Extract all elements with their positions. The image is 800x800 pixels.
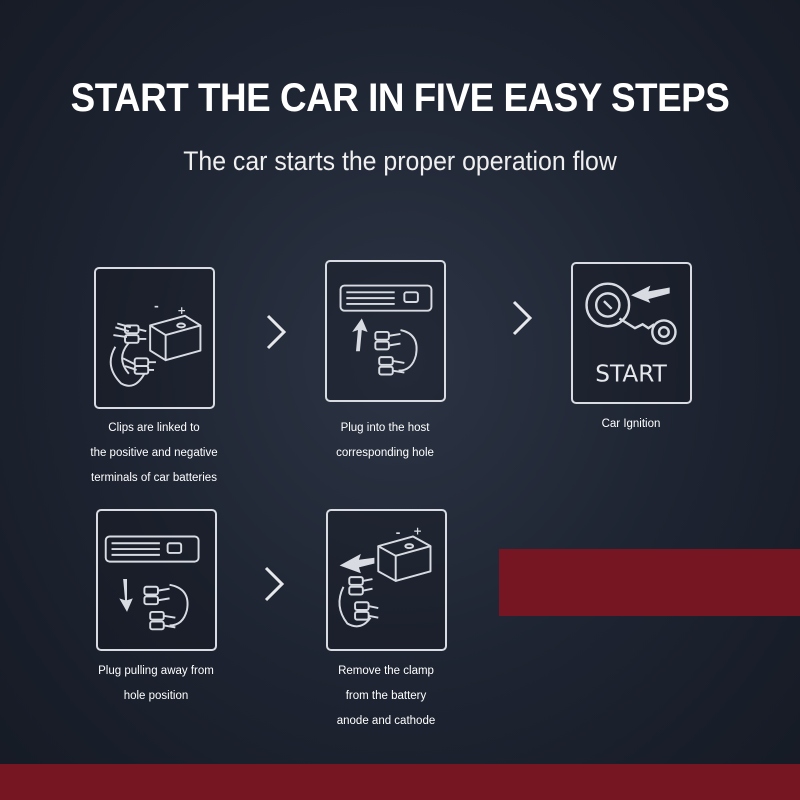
step-4-caption-line: hole position <box>123 690 189 702</box>
plug-in-host-icon <box>339 284 433 376</box>
step-1-caption-line: Clips are linked to <box>108 422 200 434</box>
clamp-battery-icon: - + <box>109 299 202 387</box>
step-1-box: - + <box>94 267 215 409</box>
step-3-caption-line: Car Ignition <box>601 418 661 430</box>
step-4-box <box>96 509 217 651</box>
svg-text:-: - <box>154 299 159 313</box>
step-2-caption-line: Plug into the host <box>340 422 430 434</box>
chevron-right-icon <box>262 564 286 604</box>
svg-text:-: - <box>396 525 401 539</box>
step-1-caption-line: terminals of car batteries <box>91 472 217 484</box>
step-1-caption-line: the positive and negative <box>90 447 218 459</box>
svg-text:+: + <box>413 525 422 538</box>
step-5-caption-line: Remove the clamp <box>338 665 434 677</box>
start-label: START <box>595 360 667 387</box>
step-4-caption-line: Plug pulling away from <box>98 665 214 677</box>
step-1-caption: Clips are linked to the positive and neg… <box>54 416 254 491</box>
step-4-caption: Plug pulling away from hole position <box>56 659 256 709</box>
step-2-box <box>325 260 446 402</box>
chevron-right-icon <box>510 298 534 338</box>
unplug-host-icon <box>104 535 200 631</box>
page-subtitle: The car starts the proper operation flow <box>183 146 617 176</box>
step-5-caption: Remove the clamp from the battery anode … <box>286 659 486 734</box>
remove-clamp-battery-icon: - + <box>338 525 432 628</box>
step-5-box: - + <box>326 509 447 651</box>
step-5-caption-line: from the battery <box>345 690 427 702</box>
page-title: START THE CAR IN FIVE EASY STEPS <box>70 76 730 120</box>
step-5-caption-line: anode and cathode <box>336 715 436 727</box>
step-2-caption: Plug into the host corresponding hole <box>285 416 485 466</box>
ignition-key-icon: START <box>585 282 677 387</box>
chevron-right-icon <box>264 312 288 352</box>
step-3-caption: Car Ignition <box>531 412 731 437</box>
step-2-caption-line: corresponding hole <box>336 447 434 459</box>
accent-band-right <box>499 549 800 616</box>
accent-band-bottom <box>0 764 800 800</box>
svg-text:+: + <box>177 304 186 317</box>
step-3-box: START <box>571 262 692 404</box>
